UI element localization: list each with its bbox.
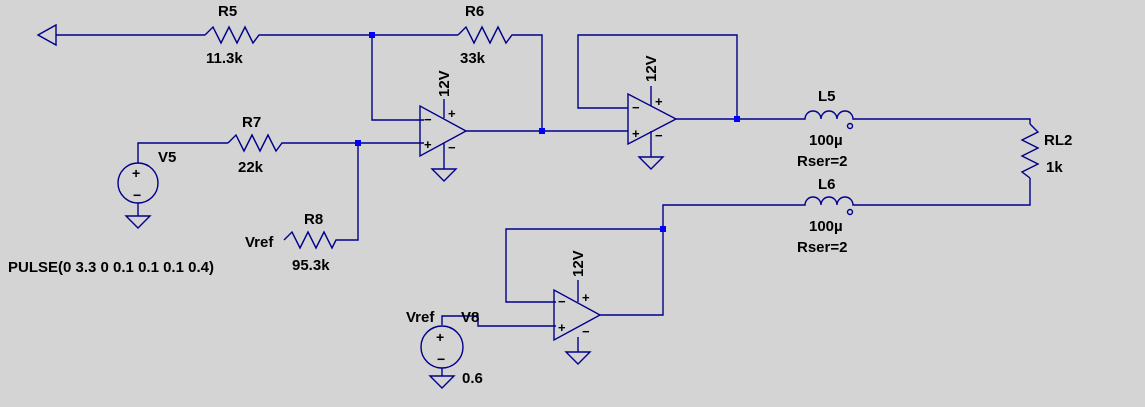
- inductor-l6-name: L6: [818, 176, 836, 193]
- opamp-plus-sign: +: [424, 137, 432, 152]
- voltage-source-v5-value: PULSE(0 3.3 0 0.1 0.1 0.1 0.4): [8, 259, 214, 276]
- resistor-zigzag-icon: [1020, 123, 1040, 179]
- inductor-l5[interactable]: L5 100µ Rser=2: [797, 88, 860, 170]
- voltage-source-icon: [420, 325, 464, 369]
- inductor-phase-dot-icon: [846, 208, 854, 216]
- opamp-plus-sign: +: [558, 320, 566, 335]
- junction-dot: [369, 32, 375, 38]
- source-plus-sign: +: [132, 165, 140, 181]
- resistor-zigzag-icon: [283, 230, 338, 250]
- junction-dot: [539, 128, 545, 134]
- opamp-plus-sign: +: [632, 126, 640, 141]
- resistor-r5-name: R5: [218, 3, 237, 20]
- source-minus-sign: −: [437, 351, 445, 367]
- ground-icon: [564, 351, 592, 365]
- opamp-triangle-icon: [553, 288, 602, 342]
- wire: [600, 204, 800, 316]
- opamp-u1-supply: 12V: [436, 70, 453, 97]
- wires: [56, 34, 1031, 376]
- opamp-u2-supply: 12V: [643, 55, 660, 82]
- source-plus-sign: +: [436, 329, 444, 345]
- wire: [860, 118, 1031, 124]
- ground-icon: [637, 156, 665, 170]
- resistor-r7-name: R7: [242, 114, 261, 131]
- resistor-rl2-name: RL2: [1044, 132, 1072, 149]
- voltage-source-v8-name: V8: [461, 309, 479, 326]
- opamp-supply-minus-sign: −: [448, 140, 456, 155]
- ground-symbol: [428, 375, 456, 389]
- inductor-coil-icon: [800, 196, 860, 206]
- inductor-l5-value: 100µ: [809, 132, 843, 149]
- voltage-source-v8[interactable]: + − V8 0.6: [420, 309, 483, 387]
- wire: [371, 35, 424, 121]
- inductor-l5-rser: Rser=2: [797, 153, 847, 170]
- resistor-r5[interactable]: R5 11.3k: [204, 3, 265, 67]
- ground-icon: [428, 375, 456, 389]
- wire: [505, 228, 663, 303]
- inductor-phase-dot-icon: [846, 122, 854, 130]
- resistor-r7[interactable]: R7 22k: [227, 114, 288, 176]
- ground-symbol: [124, 215, 152, 229]
- resistor-r5-value: 11.3k: [206, 50, 243, 67]
- net-label-vref: Vref: [245, 234, 274, 251]
- opamp-supply-minus-sign: −: [582, 324, 590, 339]
- opamp-u3[interactable]: − + + − 12V: [553, 250, 602, 342]
- inductor-l5-name: L5: [818, 88, 836, 105]
- wire: [860, 178, 1031, 206]
- voltage-source-icon: [117, 162, 159, 204]
- ground-symbol: [430, 168, 458, 182]
- opamp-supply-plus-sign: +: [655, 94, 663, 109]
- resistor-r6[interactable]: R6 33k: [457, 3, 514, 67]
- resistor-rl2-value: 1k: [1046, 159, 1063, 176]
- junction-dot: [734, 116, 740, 122]
- opamp-u3-supply: 12V: [570, 250, 587, 277]
- junction-dot: [660, 226, 666, 232]
- resistor-r8-name: R8: [304, 211, 323, 228]
- resistor-rl2[interactable]: RL2 1k: [1020, 123, 1072, 179]
- wire: [441, 315, 556, 327]
- ground-arrow-icon: [36, 23, 57, 47]
- wire: [577, 34, 738, 119]
- wire: [514, 34, 543, 131]
- opamp-u1[interactable]: − + + − 12V: [419, 70, 468, 158]
- voltage-source-v5-name: V5: [158, 149, 176, 166]
- ground-icon: [430, 168, 458, 182]
- ground-symbol: [564, 351, 592, 365]
- resistor-zigzag-icon: [204, 25, 265, 45]
- opamp-supply-plus-sign: +: [448, 106, 456, 121]
- opamp-u2[interactable]: − + + − 12V: [627, 55, 678, 146]
- source-minus-sign: −: [133, 187, 141, 203]
- inductor-coil-icon: [800, 110, 860, 120]
- inductor-l6-rser: Rser=2: [797, 239, 847, 256]
- opamp-minus-sign: −: [558, 294, 566, 309]
- opamp-minus-sign: −: [632, 100, 640, 115]
- resistor-zigzag-icon: [457, 25, 514, 45]
- voltage-source-v8-value: 0.6: [462, 370, 483, 387]
- junctions: [355, 32, 740, 232]
- opamp-minus-sign: −: [424, 112, 432, 127]
- resistor-r8-value: 95.3k: [292, 257, 330, 274]
- inductor-l6[interactable]: L6 100µ Rser=2: [797, 176, 860, 256]
- resistor-zigzag-icon: [227, 133, 288, 153]
- ground-symbol: [637, 156, 665, 170]
- wire: [137, 142, 228, 163]
- opamp-triangle-icon: [419, 104, 468, 158]
- ground-icon: [124, 215, 152, 229]
- resistor-r6-name: R6: [465, 3, 484, 20]
- voltage-source-v5[interactable]: + − V5 PULSE(0 3.3 0 0.1 0.1 0.1 0.4): [8, 149, 214, 276]
- junction-dot: [355, 140, 361, 146]
- resistor-r8[interactable]: R8 95.3k: [283, 211, 338, 274]
- resistor-r6-value: 33k: [460, 50, 486, 67]
- opamp-supply-minus-sign: −: [655, 128, 663, 143]
- resistor-r7-value: 22k: [238, 159, 264, 176]
- wire: [338, 143, 359, 241]
- opamp-triangle-icon: [627, 92, 678, 146]
- opamp-supply-plus-sign: +: [582, 290, 590, 305]
- inductor-l6-value: 100µ: [809, 218, 843, 235]
- net-label-vref: Vref: [406, 309, 435, 326]
